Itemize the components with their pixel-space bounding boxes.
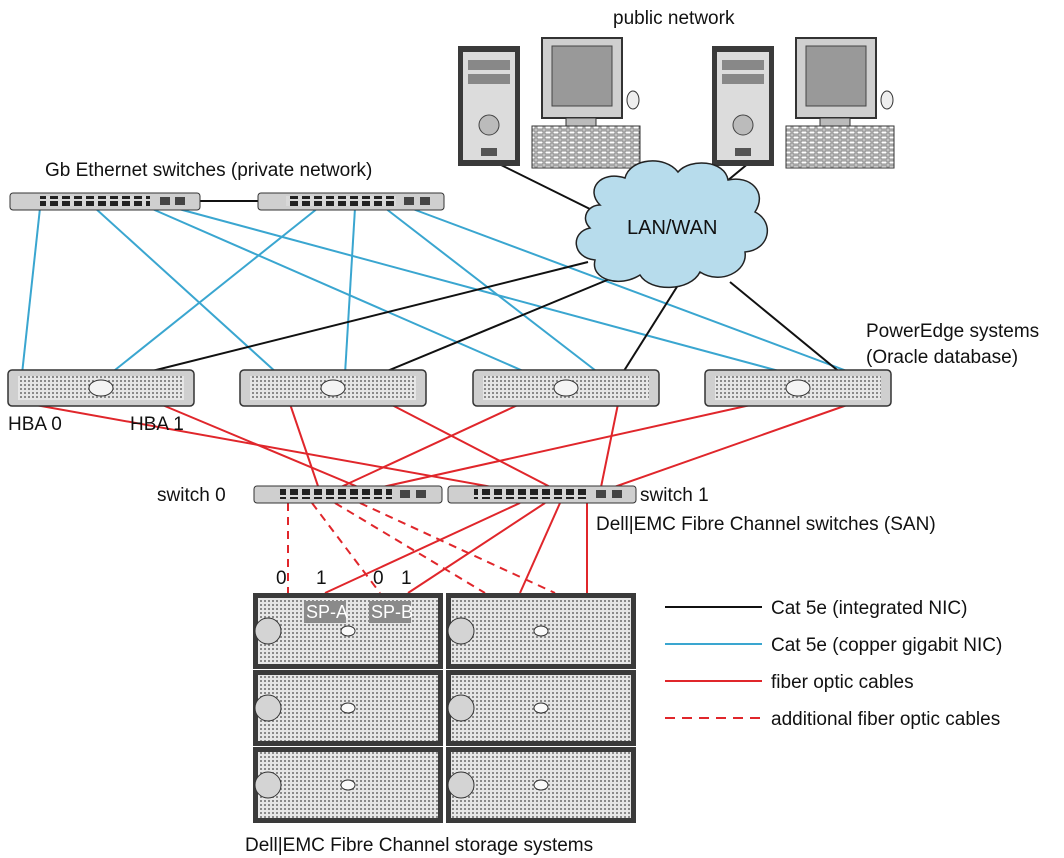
poweredge-label-line1: PowerEdge systems — [866, 321, 1039, 342]
hba0-label: HBA 0 — [8, 414, 62, 435]
legend-item-copper-nic: Cat 5e (copper gigabit NIC) — [665, 635, 1002, 656]
storage-enclosure — [446, 747, 636, 823]
red-cable — [29, 403, 521, 493]
blue-cable — [109, 207, 319, 375]
legend-label: fiber optic cables — [771, 672, 914, 693]
poweredge-server-1 — [7, 369, 195, 407]
storage-enclosure — [253, 670, 443, 746]
port-a0-label: 0 — [276, 568, 287, 589]
workstation-2 — [712, 37, 895, 169]
poweredge-server-3 — [472, 369, 660, 407]
ethernet-switch-2 — [257, 192, 445, 211]
storage-enclosure — [446, 593, 636, 669]
legend-item-fiber: fiber optic cables — [665, 672, 914, 693]
sp-b-backdrop — [369, 601, 411, 623]
storage-enclosure — [253, 747, 443, 823]
blue-cables — [21, 207, 856, 375]
fc-switches-label: Dell|EMC Fibre Channel switches (SAN) — [596, 514, 936, 535]
storage-systems-label: Dell|EMC Fibre Channel storage systems — [245, 835, 593, 856]
blue-cable — [384, 207, 601, 375]
poweredge-server-4 — [704, 369, 892, 407]
ethernet-switch-1 — [9, 192, 201, 211]
red-cable — [324, 502, 521, 594]
hba1-label: HBA 1 — [130, 414, 184, 435]
lan-wan-cloud: LAN/WAN — [575, 160, 769, 289]
legend: Cat 5e (integrated NIC) Cat 5e (copper g… — [665, 598, 1002, 730]
port-b1-label: 1 — [401, 568, 412, 589]
ethernet-switches-label: Gb Ethernet switches (private network) — [45, 160, 372, 181]
red-cable — [599, 403, 851, 493]
legend-label: Cat 5e (copper gigabit NIC) — [771, 635, 1002, 656]
port-b0-label: 0 — [373, 568, 384, 589]
red-cable — [519, 502, 561, 594]
legend-item-additional-fiber: additional fiber optic cables — [665, 709, 1000, 730]
storage-systems — [253, 593, 636, 823]
fc-switch-1 — [447, 485, 637, 504]
red-cable — [599, 403, 619, 493]
dashed-red-cable — [334, 502, 486, 594]
red-cable — [329, 403, 521, 493]
red-cables — [29, 403, 851, 594]
dashed-red-cable — [311, 502, 381, 594]
blue-cable — [174, 207, 791, 375]
sp-a-label: SP-A — [306, 602, 348, 622]
legend-label: additional fiber optic cables — [771, 709, 1000, 730]
red-cable — [389, 403, 561, 493]
black-cable — [139, 261, 589, 375]
black-cable — [379, 277, 613, 375]
fc-switch-0 — [253, 485, 443, 504]
red-cable — [359, 403, 756, 493]
sp-a-backdrop — [304, 601, 346, 623]
legend-item-integrated-nic: Cat 5e (integrated NIC) — [665, 598, 967, 619]
switch1-label: switch 1 — [640, 485, 709, 506]
lan-wan-label: LAN/WAN — [627, 217, 717, 239]
red-cable — [159, 403, 371, 493]
workstation-1 — [458, 37, 641, 169]
blue-cable — [344, 207, 356, 375]
dashed-red-cable — [359, 502, 556, 594]
blue-cable — [409, 207, 856, 375]
blue-cable — [149, 207, 531, 375]
port-a1-label: 1 — [316, 568, 327, 589]
public-network-label: public network — [613, 8, 735, 29]
blue-cable — [21, 207, 41, 375]
switch0-label: switch 0 — [157, 485, 226, 506]
black-cable — [621, 281, 681, 375]
dashed-red-cables — [287, 502, 556, 594]
poweredge-server-2 — [239, 369, 427, 407]
sp-b-label: SP-B — [371, 602, 413, 622]
red-cable — [289, 403, 321, 493]
storage-enclosure — [446, 670, 636, 746]
black-cables — [139, 161, 843, 375]
black-cable — [729, 281, 843, 375]
blue-cable — [94, 207, 279, 375]
red-cable — [407, 502, 546, 594]
black-cable — [494, 161, 597, 213]
poweredge-label-line2: (Oracle database) — [866, 347, 1018, 368]
legend-label: Cat 5e (integrated NIC) — [771, 598, 967, 619]
